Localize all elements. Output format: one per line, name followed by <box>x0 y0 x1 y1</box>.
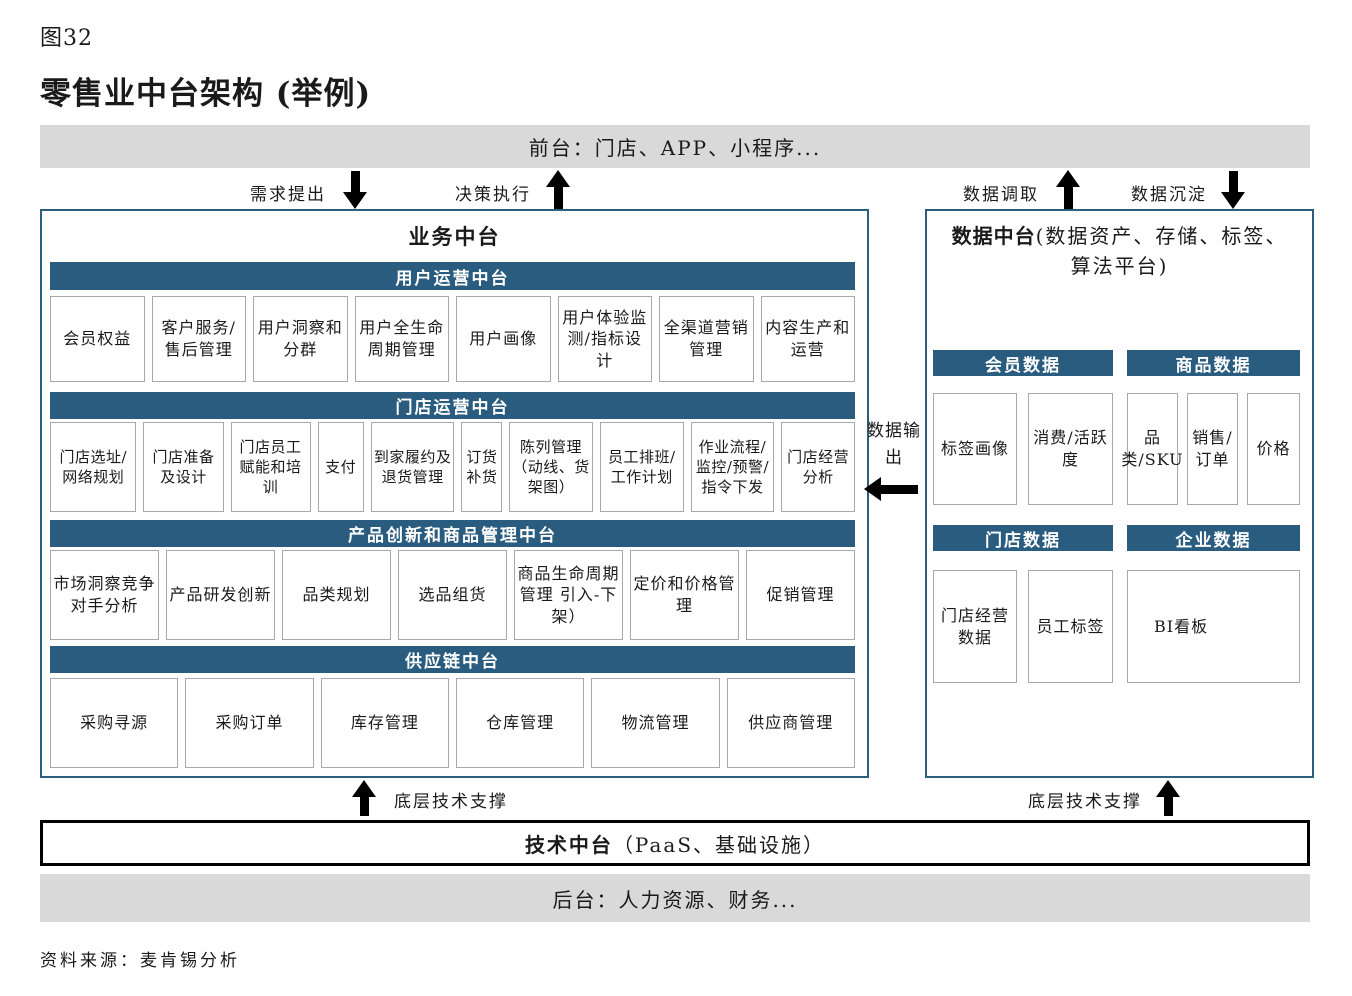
module-box: 仓库管理 <box>455 678 585 768</box>
data-output-label: 数据输出 <box>867 421 921 469</box>
arrow-head <box>1156 780 1180 797</box>
data-box: 消费/活跃度 <box>1028 393 1113 505</box>
module-box: 会员权益 <box>50 296 145 382</box>
section-row-supply-chain: 采购寻源 采购订单 库存管理 仓库管理 物流管理 供应商管理 <box>50 678 855 768</box>
tech-platform-bar: 技术中台（PaaS、基础设施） <box>40 820 1310 866</box>
module-box: 员工排班/工作计划 <box>599 422 684 512</box>
data-platform-title: 数据中台(数据资产、存储、标签、算法平台) <box>927 221 1312 281</box>
data-box: 门店经营数据 <box>933 570 1017 683</box>
group-header-store-data: 门店数据 <box>933 525 1113 551</box>
business-platform-title: 业务中台 <box>408 224 501 249</box>
arrow-stem <box>881 484 918 494</box>
tech-platform-label-rest: （PaaS、基础设施） <box>612 832 826 857</box>
module-box: 物流管理 <box>591 678 720 768</box>
module-box: 用户洞察和分群 <box>253 296 348 382</box>
arrow-up-icon <box>546 170 570 210</box>
section-row-product: 市场洞察竞争对手分析 产品研发创新 品类规划 选品组货 商品生命周期管理 引入-… <box>50 550 855 640</box>
data-box: 员工标签 <box>1028 570 1113 683</box>
group-header-enterprise-data: 企业数据 <box>1127 525 1300 551</box>
arrow-down-icon <box>1221 171 1245 209</box>
arrow-stem <box>1163 797 1173 816</box>
tech-platform-label-bold: 技术中台 <box>524 832 613 857</box>
module-box: 供应商管理 <box>726 678 855 768</box>
module-box: 全渠道营销管理 <box>659 296 754 382</box>
module-box: 客户服务/售后管理 <box>151 296 246 382</box>
module-box: 商品生命周期管理 引入-下架） <box>514 550 623 640</box>
back-office-label: 后台：人力资源、财务... <box>552 887 798 912</box>
figure-number: 图32 <box>40 26 93 51</box>
arrow-head <box>1221 192 1245 209</box>
module-box: 门店经营分析 <box>781 422 855 512</box>
page-title: 零售业中台架构 (举例) <box>40 76 372 112</box>
module-box: 库存管理 <box>320 678 449 768</box>
group-header-member-data: 会员数据 <box>933 350 1113 376</box>
source-note: 资料来源：麦肯锡分析 <box>40 951 240 971</box>
module-box: 作业流程/监控/预警/指令下发 <box>690 422 775 512</box>
module-box: 到家履约及退货管理 <box>370 422 455 512</box>
data-platform-box: 数据中台(数据资产、存储、标签、算法平台) 会员数据 商品数据 标签画像 消费/… <box>925 209 1314 778</box>
module-box: 支付 <box>317 422 364 512</box>
arrow-head <box>1056 170 1080 187</box>
module-box: 促销管理 <box>746 550 855 640</box>
arrow-up-icon <box>352 780 376 816</box>
group-header-product-data: 商品数据 <box>1127 350 1300 376</box>
section-header-store-ops: 门店运营中台 <box>50 392 855 419</box>
data-fetch-label: 数据调取 <box>963 185 1039 205</box>
module-box: 采购寻源 <box>50 678 179 768</box>
decision-label: 决策执行 <box>455 185 531 205</box>
data-box: 价格 <box>1247 393 1300 505</box>
arrow-left-icon <box>864 477 918 501</box>
data-platform-title-rest: (数据资产、存储、标签、算法平台) <box>1035 224 1288 278</box>
tech-support-right-label: 底层技术支撑 <box>1028 792 1142 812</box>
module-box: 用户体验监测/指标设计 <box>557 296 652 382</box>
module-box: 订货补货 <box>461 422 503 512</box>
module-box: 用户画像 <box>456 296 551 382</box>
section-row-user-ops: 会员权益 客户服务/售后管理 用户洞察和分群 用户全生命周期管理 用户画像 用户… <box>50 296 855 382</box>
arrow-stem <box>1063 187 1073 210</box>
data-box: BI看板 <box>1127 570 1300 683</box>
arrow-stem <box>350 171 360 192</box>
front-office-bar: 前台：门店、APP、小程序... <box>40 125 1310 168</box>
back-office-bar: 后台：人力资源、财务... <box>40 874 1310 922</box>
module-box: 选品组货 <box>398 550 507 640</box>
arrow-head <box>352 780 376 797</box>
module-box: 定价和价格管理 <box>630 550 739 640</box>
data-box: 销售/订单 <box>1187 393 1238 505</box>
arrow-down-icon <box>343 171 367 209</box>
arrow-head <box>546 170 570 187</box>
module-box: 门店准备及设计 <box>143 422 224 512</box>
module-box: 内容生产和运营 <box>760 296 855 382</box>
arrow-up-icon <box>1056 170 1080 210</box>
section-row-store-ops: 门店选址/网络规划 门店准备及设计 门店员工赋能和培训 支付 到家履约及退货管理… <box>50 422 855 512</box>
module-box: 门店选址/网络规划 <box>50 422 137 512</box>
arrow-stem <box>1228 171 1238 192</box>
module-box: 用户全生命周期管理 <box>354 296 449 382</box>
data-box: 品类/SKU <box>1121 393 1183 505</box>
section-header-user-ops: 用户运营中台 <box>50 262 855 290</box>
data-platform-title-bold: 数据中台 <box>951 224 1036 248</box>
module-box: 品类规划 <box>282 550 391 640</box>
tech-support-left-label: 底层技术支撑 <box>394 792 508 812</box>
arrow-stem <box>553 187 563 210</box>
section-header-supply-chain: 供应链中台 <box>50 646 855 673</box>
section-header-product: 产品创新和商品管理中台 <box>50 520 855 547</box>
business-platform-box: 业务中台 用户运营中台 会员权益 客户服务/售后管理 用户洞察和分群 用户全生命… <box>40 209 869 778</box>
module-box: 陈列管理（动线、货架图） <box>509 422 593 512</box>
module-box: 产品研发创新 <box>166 550 275 640</box>
front-office-label: 前台：门店、APP、小程序... <box>528 136 822 160</box>
module-box: 门店员工赋能和培训 <box>230 422 311 512</box>
module-box: 市场洞察竞争对手分析 <box>50 550 159 640</box>
arrow-up-icon <box>1156 780 1180 816</box>
data-box: 标签画像 <box>933 393 1017 505</box>
arrow-head <box>343 192 367 209</box>
data-deposit-label: 数据沉淀 <box>1131 185 1207 205</box>
demand-label: 需求提出 <box>250 185 326 205</box>
module-box: 采购订单 <box>185 678 314 768</box>
arrow-head <box>864 477 881 501</box>
arrow-stem <box>359 797 369 816</box>
